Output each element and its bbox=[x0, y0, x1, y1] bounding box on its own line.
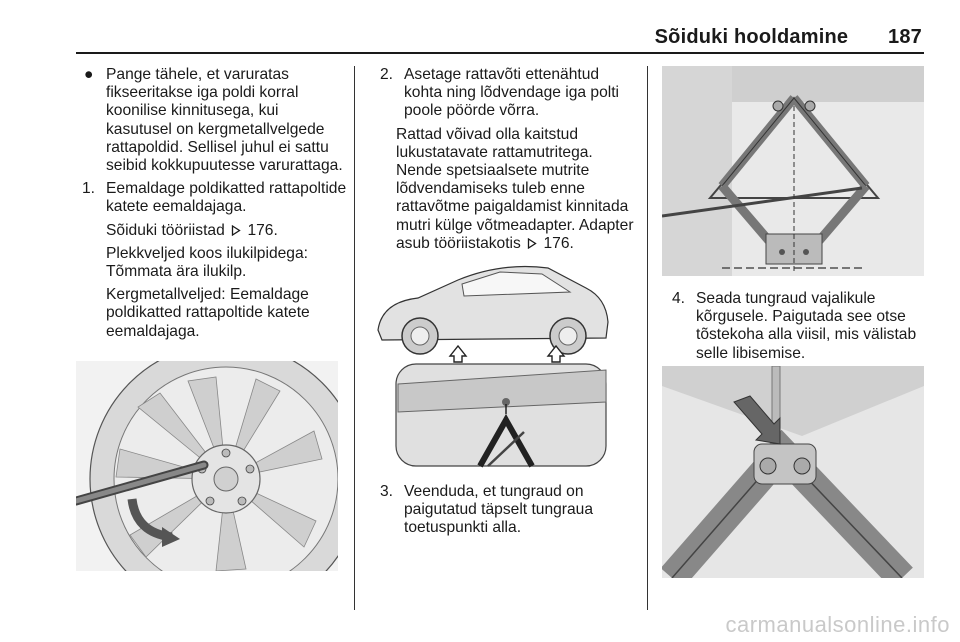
step-4: 4. Seada tungraud vajalikule kõrgusele. … bbox=[666, 290, 928, 363]
step-1-number: 1. bbox=[82, 180, 96, 198]
bullet-item: ● Pange tähele, et varuratas fikseeritak… bbox=[76, 66, 348, 175]
header-rule bbox=[76, 52, 924, 54]
triangle-ref-icon bbox=[231, 224, 241, 236]
column-1: ● Pange tähele, et varuratas fikseeritak… bbox=[76, 66, 348, 346]
para-tools: Sõiduki tööriistad 176. bbox=[76, 222, 348, 240]
section-title: Sõiduki hooldamine bbox=[654, 26, 849, 48]
step-1-text: Eemaldage poldikatted rattapoltide katet… bbox=[106, 180, 347, 216]
step-4-block: 4. Seada tungraud vajalikule kõrgusele. … bbox=[666, 290, 928, 368]
car-jack-points-illustration bbox=[372, 252, 612, 470]
para-locks-text: Rattad võivad olla kaitstud lukustatavat… bbox=[396, 125, 634, 252]
para-tools-text: Sõiduki tööriistad bbox=[106, 221, 225, 239]
step-4-text: Seada tungraud vajalikule kõrgusele. Pai… bbox=[696, 290, 917, 362]
column-divider-2 bbox=[647, 66, 648, 610]
bullet-marker: ● bbox=[84, 66, 94, 83]
step-4-number: 4. bbox=[672, 290, 686, 307]
step-3: 3. Veenduda, et tungraud on paigutatud t… bbox=[374, 483, 640, 538]
bullet-text: Pange tähele, et varuratas fikseeritakse… bbox=[106, 66, 343, 175]
para-alloy: Kergmetallveljed: Eemaldage poldikatted … bbox=[106, 286, 310, 340]
jack-head-closeup-illustration bbox=[662, 366, 924, 578]
step-2-text: Asetage rattavõti ettenähtud kohta ning … bbox=[404, 66, 620, 120]
step-3-text: Veenduda, et tungraud on paigutatud täps… bbox=[404, 483, 594, 537]
page-number: 187 bbox=[888, 26, 922, 48]
step-3-block: 3. Veenduda, et tungraud on paigutatud t… bbox=[374, 483, 640, 543]
column-2: 2. Asetage rattavõti ettenähtud kohta ni… bbox=[374, 66, 640, 258]
watermark: carmanualsonline.info bbox=[725, 612, 950, 637]
para-locks-ref[interactable]: 176. bbox=[543, 234, 574, 252]
para-tools-ref[interactable]: 176. bbox=[247, 221, 278, 239]
step-3-number: 3. bbox=[380, 483, 394, 500]
step-2: 2. Asetage rattavõti ettenähtud kohta ni… bbox=[374, 66, 640, 121]
para-steel: Plekkveljed koos ilukilpidega: Tõmmata ä… bbox=[106, 244, 308, 281]
column-divider-1 bbox=[354, 66, 355, 610]
page-header: Sõiduki hooldamine 187 bbox=[655, 26, 922, 49]
scissor-jack-illustration bbox=[662, 66, 924, 276]
wheel-bolt-illustration bbox=[76, 361, 338, 571]
triangle-ref-icon bbox=[528, 237, 537, 250]
step-1: 1. Eemaldage poldikatted rattapoltide ka… bbox=[76, 180, 348, 216]
para-locks: Rattad võivad olla kaitstud lukustatavat… bbox=[374, 126, 640, 253]
step-2-number: 2. bbox=[380, 66, 394, 83]
